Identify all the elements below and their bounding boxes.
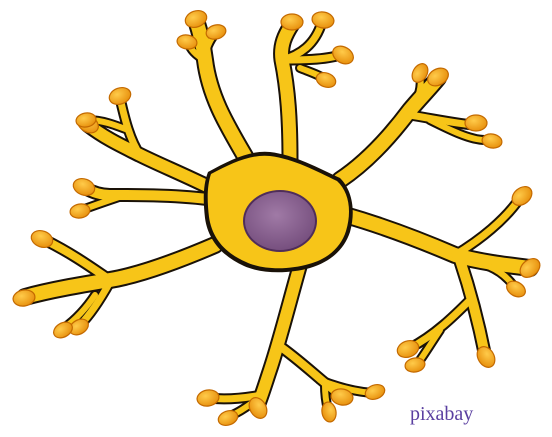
dendrite-branch-27 <box>88 125 215 190</box>
pixabay-watermark: pixabay <box>410 403 473 425</box>
dendrite-branch-17 <box>258 265 300 405</box>
dendrite-branch-7 <box>340 78 438 180</box>
terminal-knob-10 <box>481 132 503 149</box>
dendrite-branch-18 <box>278 345 340 395</box>
terminal-knob-19 <box>363 382 387 402</box>
terminal-knob-9 <box>465 115 487 131</box>
dendrite-branch-23 <box>25 245 215 297</box>
terminal-knob-28 <box>107 85 133 108</box>
terminal-knob-21 <box>196 388 220 408</box>
terminal-knob-3 <box>281 14 303 30</box>
dendrite-branch-24 <box>45 240 110 280</box>
terminal-knob-5 <box>329 43 356 68</box>
dendrite-branch-15 <box>410 300 470 348</box>
nucleus-fill <box>245 192 315 250</box>
